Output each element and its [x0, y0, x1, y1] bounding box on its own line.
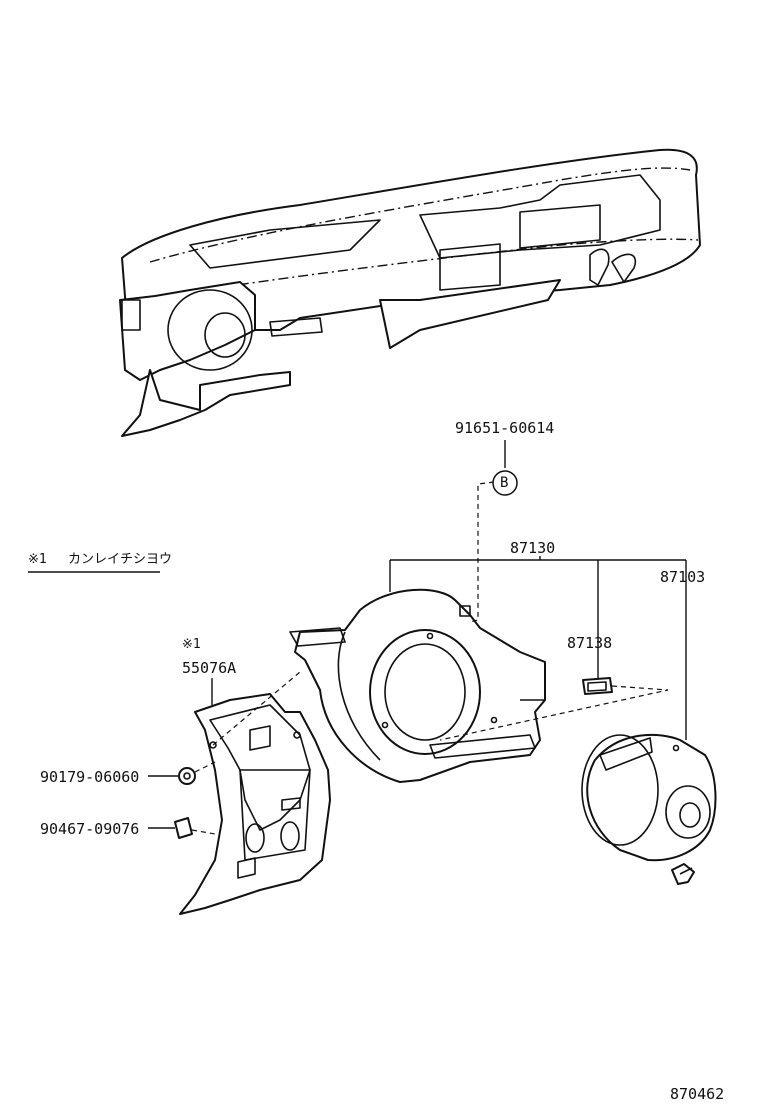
- b-marker-circle: [492, 470, 518, 496]
- leader-lines: [148, 440, 687, 835]
- legend-symbol: ※1: [28, 552, 47, 567]
- b-marker-label: B: [500, 475, 509, 491]
- clip: [174, 817, 193, 839]
- blower-housing: [289, 588, 546, 783]
- legend-text: カンレイチシヨウ: [68, 552, 173, 567]
- instrument-panel: [119, 148, 701, 437]
- callout-duct-ref: ※1: [182, 637, 201, 652]
- callout-87103: 87103: [660, 568, 706, 586]
- callout-91651-60614: 91651-60614: [455, 419, 555, 437]
- callout-55076A: 55076A: [182, 659, 237, 677]
- blower-motor: [581, 733, 717, 862]
- callout-90179-06060: 90179-06060: [40, 768, 140, 786]
- nut: [178, 767, 196, 785]
- motor-screw: [671, 863, 695, 885]
- diagram-id: 870462: [670, 1085, 725, 1103]
- callout-90467-09076: 90467-09076: [40, 820, 140, 838]
- heater-duct: [179, 693, 331, 915]
- callout-87138: 87138: [567, 634, 613, 652]
- resistor: [582, 677, 613, 695]
- callout-87130: 87130: [510, 539, 556, 557]
